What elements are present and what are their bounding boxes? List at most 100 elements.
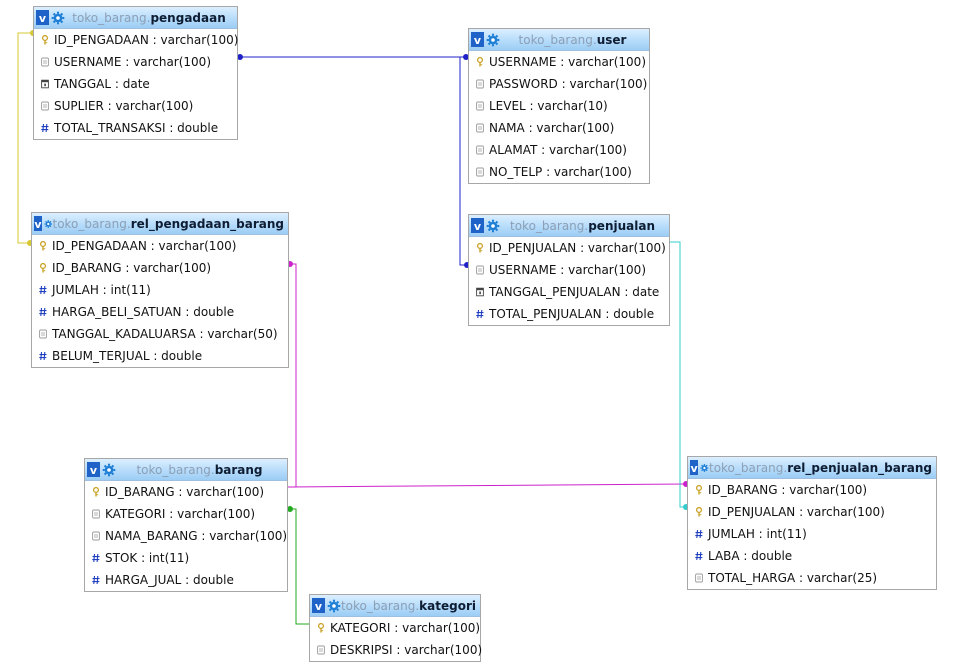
table-toggle-button[interactable]: v <box>312 598 325 613</box>
table-column-row[interactable]: USERNAME : varchar(100) <box>469 51 649 73</box>
table-column-row[interactable]: ALAMAT : varchar(100) <box>469 139 649 161</box>
schema-prefix: toko_barang. <box>340 598 420 613</box>
gear-icon[interactable] <box>486 33 500 47</box>
table-column-row[interactable]: TANGGAL : date <box>34 73 237 95</box>
table-title: toko_barang.kategori <box>341 599 480 613</box>
column-label: KATEGORI : varchar(100) <box>105 507 256 521</box>
column-label: ID_PENGADAAN : varchar(100) <box>52 239 237 253</box>
table-toggle-button[interactable]: v <box>690 460 699 475</box>
relation-endpoint-dot <box>237 54 243 60</box>
table-column-row[interactable]: KATEGORI : varchar(100) <box>85 503 287 525</box>
relation-line[interactable] <box>17 32 33 244</box>
relation-line[interactable] <box>288 263 297 488</box>
key-icon <box>476 57 484 67</box>
column-label: STOK : int(11) <box>105 551 190 565</box>
table-column-row[interactable]: JUMLAH : int(11) <box>32 279 288 301</box>
table-column-row[interactable]: USERNAME : varchar(100) <box>469 259 669 281</box>
table-column-row[interactable]: ID_PENJUALAN : varchar(100) <box>688 501 936 523</box>
key-icon <box>476 243 484 253</box>
table-name: rel_pengadaan_barang <box>130 216 284 231</box>
column-label: SUPLIER : varchar(100) <box>54 99 194 113</box>
table-column-row[interactable]: HARGA_BELI_SATUAN : double <box>32 301 288 323</box>
table-column-row[interactable]: JUMLAH : int(11) <box>688 523 936 545</box>
key-icon <box>39 241 47 251</box>
table-toggle-button[interactable]: v <box>34 216 42 231</box>
table-title: toko_barang.rel_pengadaan_barang <box>52 217 288 231</box>
text-column-icon <box>476 101 484 111</box>
table-column-row[interactable]: ID_BARANG : varchar(100) <box>688 479 936 501</box>
table-toggle-button[interactable]: v <box>87 462 100 477</box>
column-label: ID_BARANG : varchar(100) <box>105 485 265 499</box>
column-label: TANGGAL_PENJUALAN : date <box>489 285 660 299</box>
relation-line[interactable] <box>670 241 687 508</box>
table-name: kategori <box>419 598 476 613</box>
gear-icon[interactable] <box>700 461 709 475</box>
table-toggle-button[interactable]: v <box>471 218 484 233</box>
table-column-row[interactable]: ID_PENJUALAN : varchar(100) <box>469 237 669 259</box>
table-toggle-button[interactable]: v <box>36 10 49 25</box>
table-column-row[interactable]: ID_BARANG : varchar(100) <box>85 481 287 503</box>
text-column-icon <box>476 79 484 89</box>
gear-icon[interactable] <box>327 599 341 613</box>
table-column-row[interactable]: DESKRIPSI : varchar(100) <box>310 639 482 661</box>
column-label: TANGGAL_KADALUARSA : varchar(50) <box>52 327 278 341</box>
table-column-row[interactable]: NAMA_BARANG : varchar(100) <box>85 525 287 547</box>
gear-icon[interactable] <box>102 463 116 477</box>
column-label: NO_TELP : varchar(100) <box>489 165 632 179</box>
column-label: HARGA_BELI_SATUAN : double <box>52 305 235 319</box>
table-column-row[interactable]: HARGA_JUAL : double <box>85 569 287 591</box>
table-header[interactable]: v toko_barang.kategori <box>310 595 480 617</box>
number-column-icon <box>39 285 47 295</box>
key-icon <box>695 485 703 495</box>
table-toggle-button[interactable]: v <box>471 32 484 47</box>
table-column-row[interactable]: KATEGORI : varchar(100) <box>310 617 480 639</box>
table-column-row[interactable]: PASSWORD : varchar(100) <box>469 73 649 95</box>
table-header[interactable]: v toko_barang.rel_pengadaan_barang <box>32 213 288 235</box>
table-column-row[interactable]: ID_PENGADAAN : varchar(100) <box>32 235 288 257</box>
table-column-row[interactable]: ID_BARANG : varchar(100) <box>32 257 288 279</box>
table-column-row[interactable]: SUPLIER : varchar(100) <box>34 95 237 117</box>
table-column-row[interactable]: TOTAL_TRANSAKSI : double <box>34 117 237 139</box>
table-column-row[interactable]: TANGGAL_PENJUALAN : date <box>469 281 669 303</box>
table-name: user <box>596 32 627 47</box>
table-column-row[interactable]: TOTAL_PENJUALAN : double <box>469 303 669 325</box>
gear-icon[interactable] <box>44 217 53 231</box>
table-column-row[interactable]: BELUM_TERJUAL : double <box>32 345 288 367</box>
column-label: LEVEL : varchar(10) <box>489 99 608 113</box>
table-column-row[interactable]: NO_TELP : varchar(100) <box>469 161 649 183</box>
text-column-icon <box>476 145 484 155</box>
table-name: rel_penjualan_barang <box>787 460 932 475</box>
gear-icon[interactable] <box>486 219 500 233</box>
table-title: toko_barang.barang <box>116 463 287 477</box>
table-column-row[interactable]: NAMA : varchar(100) <box>469 117 649 139</box>
relation-endpoint-dot <box>287 506 293 512</box>
relation-line[interactable] <box>459 56 468 266</box>
column-label: ALAMAT : varchar(100) <box>489 143 627 157</box>
table-column-row[interactable]: ID_PENGADAAN : varchar(100) <box>34 29 238 51</box>
table-column-row[interactable]: USERNAME : varchar(100) <box>34 51 237 73</box>
date-column-icon <box>41 79 49 89</box>
table-column-row[interactable]: TANGGAL_KADALUARSA : varchar(50) <box>32 323 288 345</box>
relation-line[interactable] <box>287 483 688 488</box>
table-column-row[interactable]: LEVEL : varchar(10) <box>469 95 649 117</box>
schema-prefix: toko_barang. <box>52 216 131 231</box>
table-column-row[interactable]: STOK : int(11) <box>85 547 287 569</box>
column-label: USERNAME : varchar(100) <box>54 55 211 69</box>
relation-line[interactable] <box>288 508 309 625</box>
gear-icon[interactable] <box>51 11 65 25</box>
table-header[interactable]: v toko_barang.barang <box>85 459 287 481</box>
column-label: NAMA_BARANG : varchar(100) <box>105 529 288 543</box>
table-column-row[interactable]: LABA : double <box>688 545 936 567</box>
table-column-row[interactable]: TOTAL_HARGA : varchar(25) <box>688 567 936 589</box>
